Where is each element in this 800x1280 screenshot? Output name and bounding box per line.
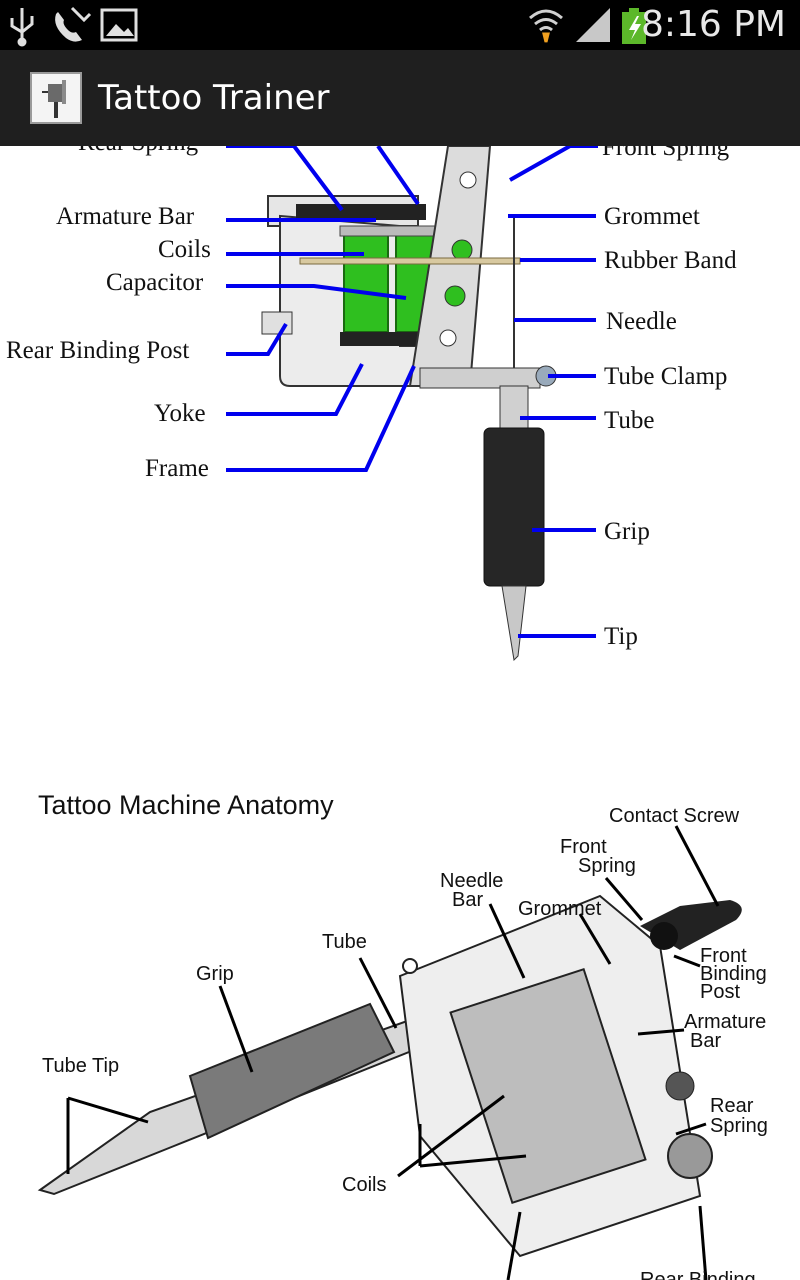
label-rear-spring-line1: Rear [710,1095,754,1117]
machine-illustration [261,146,557,662]
label-contact-screw: Contact Screw [609,805,740,827]
action-bar: Tattoo Trainer [0,50,800,146]
label-tube: Tube [604,407,655,434]
diagram-tattoo-machine-parts: Rear Spring Armature Bar Coils Capacitor… [6,146,737,662]
missed-call-icon [55,6,92,42]
label-needle-bar-line1: Needle [440,870,503,892]
label-grip-2: Grip [196,963,234,985]
label-rear-binding: Rear Binding [640,1269,756,1280]
label-front-spring-line1: Front [560,836,607,858]
status-icons [10,6,646,47]
content-scroll-area[interactable]: Rear Spring Armature Bar Coils Capacitor… [0,146,800,1280]
label-front-spring-line2: Spring [578,855,636,877]
label-tube-tip: Tube Tip [42,1055,119,1077]
diagram-title: Tattoo Machine Anatomy [38,790,334,820]
usb-icon [10,8,34,47]
label-front-spring: Front Spring [602,146,730,161]
label-coils: Coils [158,236,211,263]
picture-icon [100,8,138,42]
anatomy-leader-lines [66,825,720,1280]
label-front-binding-post-line2: Binding [700,963,767,985]
label-armature-bar-line2: Bar [690,1030,721,1052]
label-needle: Needle [606,308,677,335]
app-title: Tattoo Trainer [98,78,330,118]
label-grip: Grip [604,518,650,545]
label-tube-clamp: Tube Clamp [604,363,727,390]
label-needle-bar-line2: Bar [452,889,483,911]
label-yoke: Yoke [154,400,206,427]
battery-charging-icon [622,8,646,44]
wifi-icon [529,9,563,43]
anatomy-machine-illustration [37,894,742,1258]
status-bar: 8:16 PM [0,0,800,50]
label-armature-bar: Armature Bar [56,203,195,230]
diagram-machine-anatomy: Tattoo Machine Anatomy [37,790,768,1280]
label-rear-binding-post: Rear Binding Post [6,337,189,364]
label-tube-2: Tube [322,931,367,953]
label-grommet-2: Grommet [518,898,602,920]
label-armature-bar-line1: Armature [684,1011,766,1033]
label-rear-spring: Rear Spring [78,146,199,156]
label-frame: Frame [145,455,209,482]
label-front-binding-post-line3: Post [700,981,740,1003]
label-rubber-band: Rubber Band [604,247,737,274]
label-rear-spring-line2: Spring [710,1115,768,1137]
label-tip: Tip [604,623,638,650]
label-capacitor: Capacitor [106,269,204,296]
label-grommet: Grommet [604,203,700,230]
clock: 8:16 PM [640,4,786,45]
signal-icon [576,8,610,42]
label-coils-2: Coils [342,1174,386,1196]
label-front-binding-post-line1: Front [700,945,747,967]
leader-lines [226,146,598,638]
tattoo-machine-app-icon[interactable] [30,72,82,124]
